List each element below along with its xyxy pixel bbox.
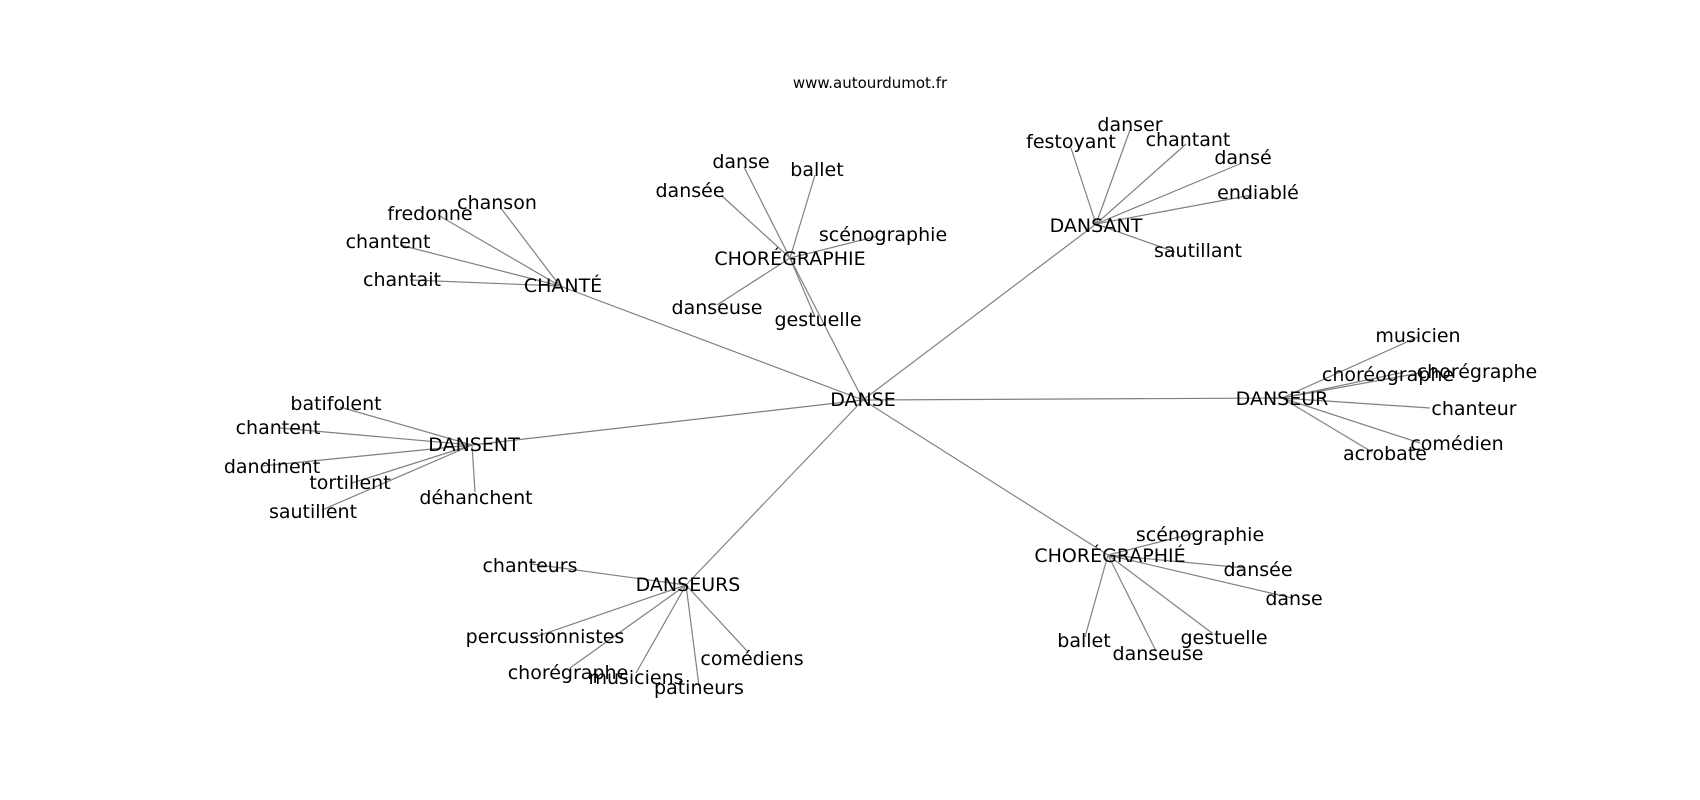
edge-danseurs-choregraphe xyxy=(569,584,687,669)
edge-danseurs-patineurs xyxy=(685,584,700,687)
leaf-word-patineurs[interactable]: patineurs xyxy=(654,677,744,699)
leaf-word-comediens[interactable]: comédiens xyxy=(700,648,803,670)
leaf-word-dansee[interactable]: dansée xyxy=(655,180,724,202)
edge-choregraphie-dansee xyxy=(721,195,791,259)
leaf-word-choreographe[interactable]: choréographe xyxy=(1322,364,1454,386)
cluster-word-choregraphie[interactable]: CHORÉGRAPHIÉ xyxy=(1034,544,1185,567)
edge-choregraphie-scenographie xyxy=(789,235,879,259)
edge-choregraphie-danseuse xyxy=(1107,554,1157,652)
leaf-word-chantent[interactable]: chantent xyxy=(346,231,431,253)
cluster-word-chante[interactable]: CHANTÉ xyxy=(524,274,602,297)
edge-root-danseurs xyxy=(685,399,864,586)
root-word[interactable]: DANSE xyxy=(830,389,896,411)
leaf-word-danser[interactable]: danser xyxy=(1097,114,1162,136)
edge-choregraphie-gestuelle xyxy=(789,257,816,318)
leaf-word-danse[interactable]: dansé xyxy=(1214,147,1271,169)
leaf-word-acrobate[interactable]: acrobate xyxy=(1343,443,1427,465)
edge-chante-chantent xyxy=(399,244,561,287)
leaf-word-musiciens[interactable]: musiciens xyxy=(588,667,683,689)
edge-choregraphie-scenographie xyxy=(1107,532,1196,556)
leaf-word-endiable[interactable]: endiablé xyxy=(1217,182,1299,204)
leaf-word-danseuse[interactable]: danseuse xyxy=(672,297,763,319)
edge-danseur-musicien xyxy=(1281,336,1419,399)
edge-danseur-chanteur xyxy=(1281,397,1431,409)
edge-dansent-batifolent xyxy=(339,406,473,446)
leaf-word-ballet[interactable]: ballet xyxy=(790,159,843,181)
leaf-word-chanteur[interactable]: chanteur xyxy=(1431,398,1516,420)
leaf-word-choregraphe[interactable]: chorégraphe xyxy=(1417,361,1538,383)
edge-danseur-choregraphe xyxy=(1281,372,1421,399)
edge-danseurs-musiciens xyxy=(635,584,687,674)
edge-danseurs-percussionnistes xyxy=(531,584,687,639)
leaf-word-festoyant[interactable]: festoyant xyxy=(1026,131,1116,153)
cluster-word-danseur[interactable]: DANSEUR xyxy=(1236,388,1329,410)
edge-root-dansent xyxy=(471,399,864,446)
edge-dansent-tortillent xyxy=(351,444,473,484)
leaf-word-comedien[interactable]: comédien xyxy=(1410,433,1503,455)
leaf-word-batifolent[interactable]: batifolent xyxy=(290,393,381,415)
edge-danseurs-chanteurs xyxy=(531,563,687,586)
leaf-word-sautillent[interactable]: sautillent xyxy=(269,501,357,523)
leaf-word-chantant[interactable]: chantant xyxy=(1146,129,1231,151)
edge-dansant-danse xyxy=(1095,162,1243,225)
edge-dansent-chantent xyxy=(279,427,473,446)
edge-dansent-dehanchent xyxy=(471,444,476,493)
leaf-word-dehanchent[interactable]: déhanchent xyxy=(419,487,532,509)
leaf-word-ballet[interactable]: ballet xyxy=(1057,630,1110,652)
leaf-word-fredonne[interactable]: fredonne xyxy=(387,203,472,225)
edge-chante-fredonne xyxy=(437,214,561,287)
leaf-word-scenographie[interactable]: scénographie xyxy=(1136,524,1264,546)
leaf-word-gestuelle[interactable]: gestuelle xyxy=(1180,627,1267,649)
leaf-word-chanteurs[interactable]: chanteurs xyxy=(482,555,577,577)
edge-root-danseur xyxy=(862,397,1283,401)
edge-root-dansant xyxy=(862,223,1097,401)
edge-danseur-acrobate xyxy=(1281,397,1373,453)
edge-dansent-sautillent xyxy=(321,444,473,511)
cluster-word-choregraphie[interactable]: CHORÉGRAPHIE xyxy=(714,247,865,270)
edge-choregraphie-ballet xyxy=(1084,554,1109,638)
edge-danseur-comedien xyxy=(1281,397,1421,444)
leaf-word-chantait[interactable]: chantait xyxy=(363,269,441,291)
leaf-word-choregraphe[interactable]: chorégraphe xyxy=(508,662,629,684)
edge-dansant-sautillant xyxy=(1095,223,1176,253)
leaf-word-gestuelle[interactable]: gestuelle xyxy=(774,309,861,331)
edge-choregraphie-danseuse xyxy=(716,257,791,306)
leaf-word-sautillant[interactable]: sautillant xyxy=(1154,240,1242,262)
edge-root-chante xyxy=(559,285,864,401)
edge-choregraphie-gestuelle xyxy=(1107,554,1213,634)
cluster-word-dansent[interactable]: DANSENT xyxy=(428,434,520,456)
leaf-word-dandinent[interactable]: dandinent xyxy=(224,456,320,478)
leaf-word-tortillent[interactable]: tortillent xyxy=(309,472,390,494)
edge-root-choregraphie xyxy=(789,257,864,401)
leaf-word-chantent[interactable]: chantent xyxy=(236,417,321,439)
edge-chante-chanson xyxy=(499,206,561,287)
cluster-word-dansant[interactable]: DANSANT xyxy=(1050,215,1143,237)
cluster-word-danseurs[interactable]: DANSEURS xyxy=(636,574,741,596)
edge-dansant-festoyant xyxy=(1070,147,1097,225)
leaf-word-percussionnistes[interactable]: percussionnistes xyxy=(466,626,625,648)
edge-choregraphie-danse xyxy=(743,166,791,259)
leaf-word-scenographie[interactable]: scénographie xyxy=(819,224,947,246)
leaf-word-danse[interactable]: danse xyxy=(1265,588,1322,610)
edge-dansent-dandinent xyxy=(261,444,473,467)
edge-choregraphie-ballet xyxy=(789,174,816,259)
leaf-word-dansee[interactable]: dansée xyxy=(1223,559,1292,581)
edge-dansant-chantant xyxy=(1095,143,1187,225)
leaf-word-danse[interactable]: danse xyxy=(712,151,769,173)
edge-choregraphie-dansee xyxy=(1107,554,1246,569)
watermark: www.autourdumot.fr xyxy=(793,74,948,92)
edge-choregraphie-danse xyxy=(1107,554,1293,599)
edge-dansant-endiable xyxy=(1095,194,1253,225)
edge-chante-chantait xyxy=(409,279,561,287)
leaf-word-chanson[interactable]: chanson xyxy=(457,192,537,214)
edge-root-choregraphie xyxy=(862,399,1109,556)
edge-dansant-danser xyxy=(1095,129,1131,225)
leaf-word-danseuse[interactable]: danseuse xyxy=(1113,643,1204,665)
edge-danseurs-comediens xyxy=(685,584,749,653)
edges xyxy=(261,129,1431,687)
leaf-word-musicien[interactable]: musicien xyxy=(1375,325,1460,347)
